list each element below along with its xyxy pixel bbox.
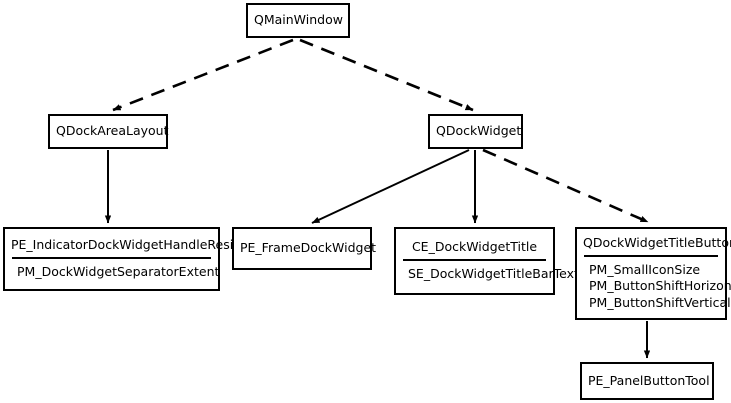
node-title: PE_PanelButtonTool [588, 372, 710, 388]
node-members: SE_DockWidgetTitleBarText [396, 265, 579, 283]
node-pe-panel-button-tool[interactable]: PE_PanelButtonTool [580, 362, 714, 400]
edge-qmainwindow-to-qdockwidget [299, 38, 474, 112]
member-item: PM_ButtonShiftVertical [589, 294, 731, 310]
node-title: QDockWidget [436, 123, 522, 139]
node-members: PM_DockWidgetSeparatorExtent [5, 263, 220, 281]
member-item: SE_DockWidgetTitleBarText [408, 265, 579, 281]
member-item: PM_ButtonShiftHorizontal [589, 278, 731, 294]
node-title: QMainWindow [254, 12, 343, 28]
node-qmainwindow[interactable]: QMainWindow [246, 3, 350, 38]
node-pe-frame-dock-widget[interactable]: PE_FrameDockWidget [232, 227, 377, 270]
node-title: PE_IndicatorDockWidgetHandleResize [11, 236, 248, 252]
compartment-separator [403, 258, 546, 261]
node-qdock-widget-title-button[interactable]: QDockWidgetTitleButton PM_SmallIconSize … [575, 227, 731, 320]
node-title: PE_FrameDockWidget [240, 240, 377, 256]
node-members: PM_SmallIconSize PM_ButtonShiftHorizonta… [577, 261, 731, 312]
member-item: PM_DockWidgetSeparatorExtent [17, 263, 220, 279]
node-qdockwidget[interactable]: QDockWidget [428, 114, 523, 149]
compartment-separator [584, 254, 718, 257]
node-title: CE_DockWidgetTitle [411, 238, 538, 254]
node-ce-dock-widget-title[interactable]: CE_DockWidgetTitle SE_DockWidgetTitleBar… [394, 227, 579, 295]
edge-qdockwidget-to-pe-framedockwidget [311, 149, 470, 224]
member-item: PM_SmallIconSize [589, 261, 701, 277]
node-title: QDockWidgetTitleButton [583, 234, 731, 250]
node-pe-indicator-dock-widget-handle-resize[interactable]: PE_IndicatorDockWidgetHandleResize PM_Do… [3, 227, 248, 291]
edge-qdockwidget-to-qdockwidgettitlebutton [482, 148, 649, 224]
compartment-separator [12, 256, 211, 259]
node-title: QDockAreaLayout [56, 123, 169, 139]
edge-qmainwindow-to-qdockarealayout [112, 38, 294, 112]
node-qdockarealayout[interactable]: QDockAreaLayout [48, 114, 168, 149]
